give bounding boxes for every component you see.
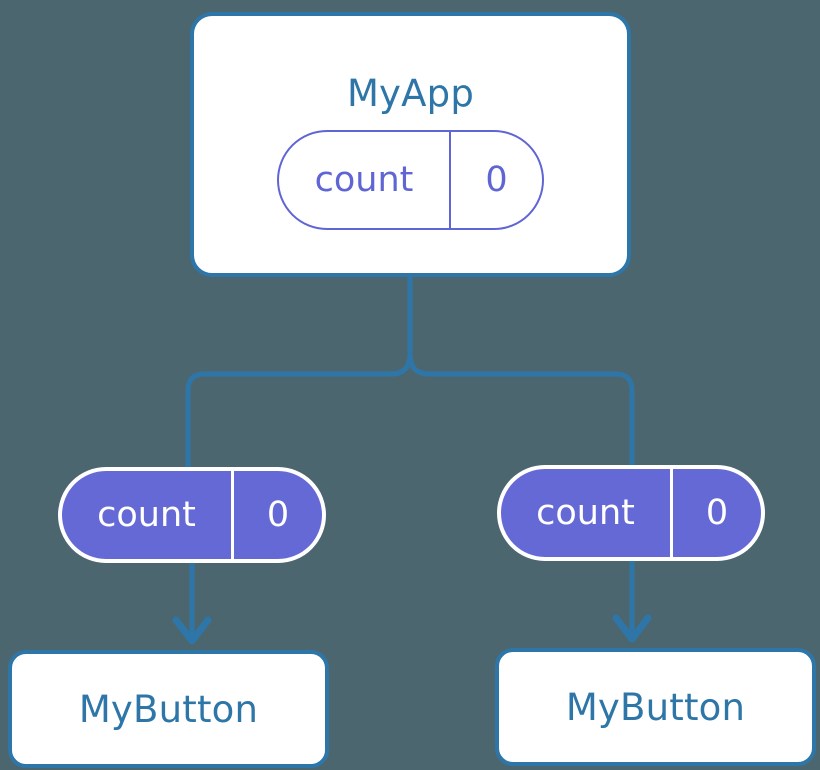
arrowhead-right [612, 614, 652, 643]
state-pill-value: 0 [485, 159, 508, 200]
state-pill-key: count [279, 132, 451, 228]
component-label-myapp: MyApp [346, 72, 475, 115]
component-label-mybutton-left: MyButton [78, 687, 259, 731]
prop-pill-value: 0 [705, 492, 729, 533]
prop-pill-key: count [501, 469, 673, 557]
arrowhead-left [172, 616, 212, 645]
prop-pill-value: 0 [266, 494, 290, 535]
prop-pill-key: count [62, 471, 234, 559]
connector-path-right [407, 274, 635, 473]
state-pill-myapp-count[interactable]: count 0 [277, 130, 544, 230]
prop-pill-right-count[interactable]: count 0 [497, 465, 765, 561]
component-box-mybutton-left[interactable]: MyButton [8, 650, 329, 768]
component-box-mybutton-right[interactable]: MyButton [495, 648, 816, 766]
connector-path-left [185, 274, 413, 473]
component-box-myapp[interactable]: MyApp [190, 12, 631, 277]
prop-pill-left-count[interactable]: count 0 [58, 467, 326, 563]
component-label-mybutton-right: MyButton [565, 685, 746, 729]
